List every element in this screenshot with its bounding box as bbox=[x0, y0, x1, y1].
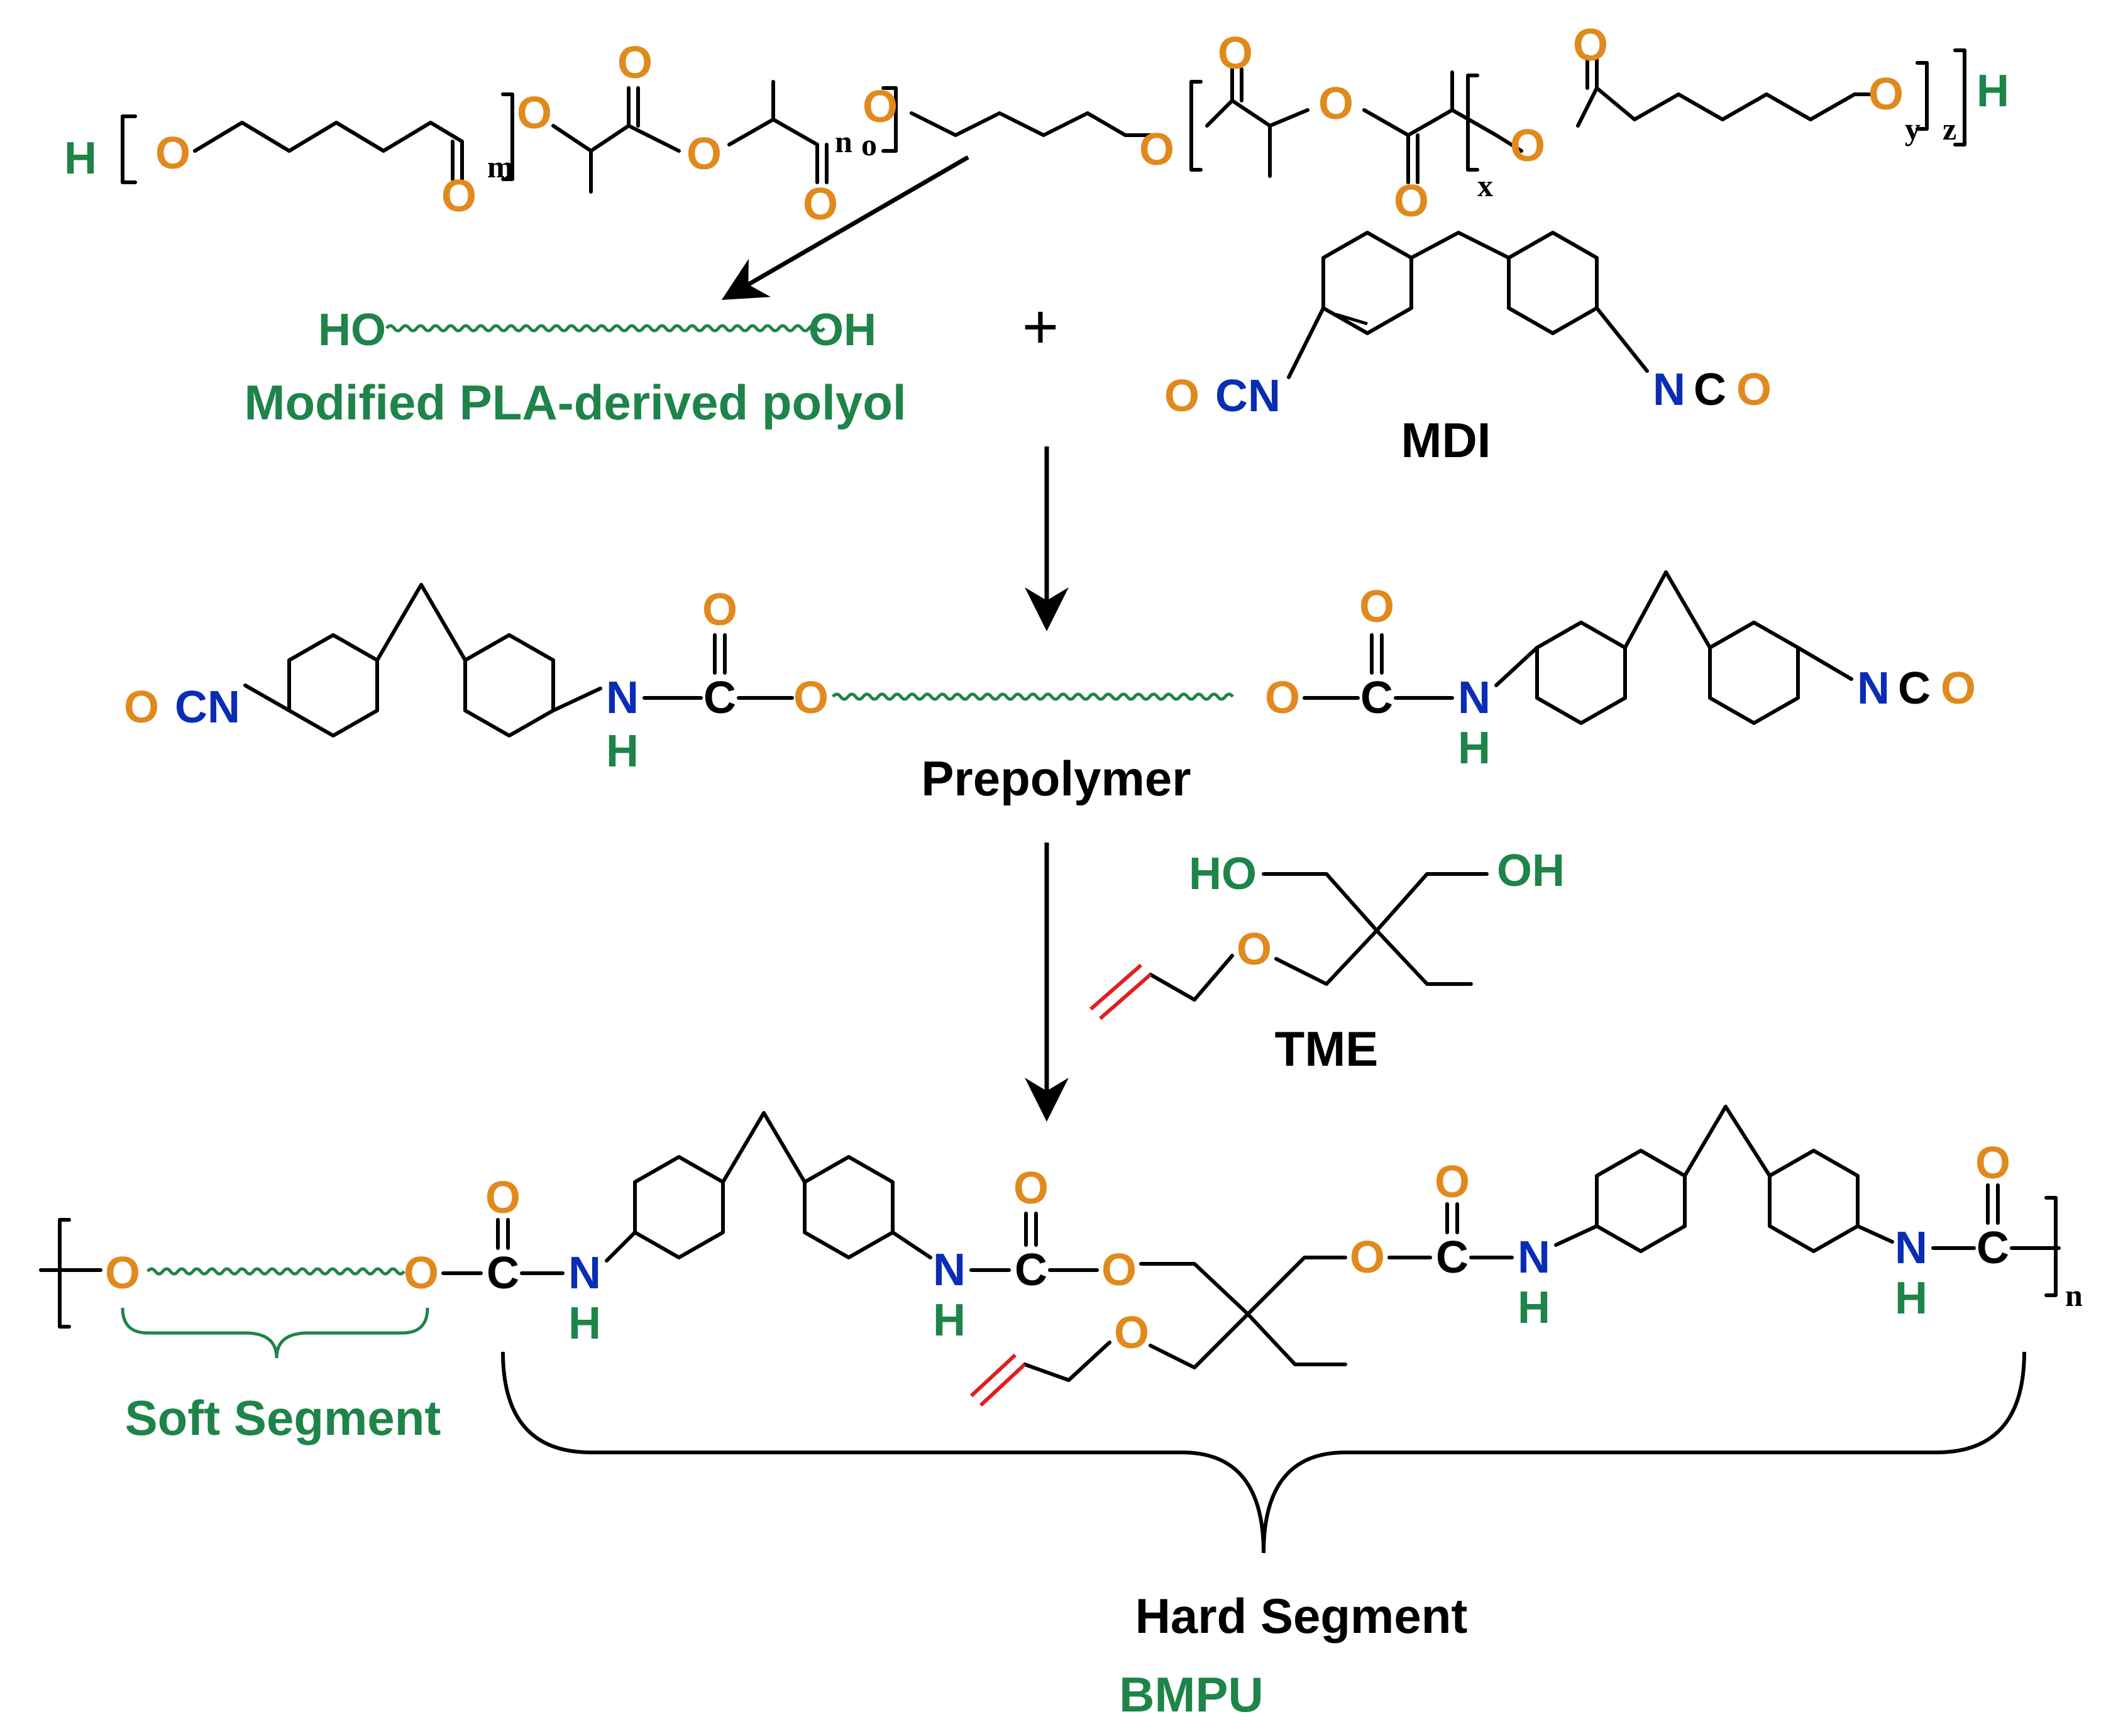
prepolymer-left-o: O bbox=[124, 682, 159, 733]
bmpu-vinyl-bond-2 bbox=[969, 1353, 1017, 1398]
bmpu-soft-o-left: O bbox=[105, 1248, 140, 1298]
top-o-3: O bbox=[517, 88, 552, 138]
top-o-10: O bbox=[1318, 79, 1353, 129]
bmpu-c1-o: O bbox=[485, 1173, 521, 1223]
bmpu-c3: C bbox=[1436, 1232, 1469, 1283]
polyol-wavy-chain bbox=[385, 324, 825, 333]
bmpu-n2: N bbox=[933, 1245, 966, 1295]
bmpu-n2-h: H bbox=[933, 1295, 966, 1346]
bmpu-n3-h: H bbox=[1518, 1283, 1550, 1333]
subscript-n: n bbox=[835, 124, 852, 159]
top-o-4: O bbox=[617, 38, 653, 88]
bmpu-soft-o-right: O bbox=[404, 1248, 439, 1298]
bmpu-right-bracket bbox=[2044, 1196, 2058, 1297]
bmpu-c3-o: O bbox=[1435, 1157, 1470, 1207]
soft-segment-label: Soft Segment bbox=[125, 1390, 441, 1446]
bmpu-n4-h: H bbox=[1895, 1273, 1927, 1324]
polyol: HO OH Modified PLA-derived polyol bbox=[244, 305, 906, 430]
bmpu-soft-wavy-chain bbox=[146, 1267, 405, 1276]
mdi-right-n: N bbox=[1653, 365, 1685, 415]
bmpu-c4-o: O bbox=[1975, 1138, 2010, 1188]
prepolymer-right-carbonyl-o: O bbox=[1359, 582, 1394, 632]
bmpu-structure: O O C O N H N H C O O O O C O bbox=[39, 1105, 2083, 1722]
tme-right-end: OH bbox=[1497, 846, 1565, 896]
top-o-12: O bbox=[1510, 121, 1545, 171]
top-o-9: O bbox=[1218, 28, 1253, 79]
bmpu-c4: C bbox=[1976, 1223, 2009, 1273]
arrow-to-polyol bbox=[721, 155, 969, 301]
top-o-2: O bbox=[441, 171, 477, 221]
bmpu-left-bracket bbox=[58, 1218, 71, 1329]
subscript-o: o bbox=[861, 127, 877, 162]
tme-name: TME bbox=[1275, 1021, 1379, 1076]
top-o-14: O bbox=[1868, 69, 1904, 119]
polyol-left-end: HO bbox=[318, 305, 386, 355]
bmpu-name: BMPU bbox=[1119, 1667, 1264, 1722]
hard-segment-brace bbox=[501, 1351, 2026, 1554]
mdi-right-o: O bbox=[1736, 365, 1772, 415]
top-polymer-structure: H O O O O O O O O O O O O O O H m n o x … bbox=[64, 20, 2009, 229]
bmpu-c1: C bbox=[487, 1248, 519, 1298]
bmpu-ether-o: O bbox=[1114, 1308, 1149, 1358]
prepolymer-name: Prepolymer bbox=[921, 751, 1191, 806]
top-o-5: O bbox=[686, 129, 722, 179]
top-o-13: O bbox=[1573, 20, 1608, 70]
top-h-right: H bbox=[1976, 66, 2009, 116]
bmpu-vinyl-bond-1 bbox=[979, 1363, 1027, 1407]
tme-vinyl-bond-2 bbox=[1089, 963, 1142, 1011]
top-o-7: O bbox=[863, 82, 898, 132]
soft-segment-brace bbox=[121, 1307, 429, 1359]
bmpu-ester-o2: O bbox=[1350, 1232, 1385, 1283]
prepolymer-left-nh: H bbox=[606, 726, 639, 777]
bmpu-n4: N bbox=[1895, 1223, 1927, 1273]
prepolymer-right-nco-n: N bbox=[1857, 663, 1890, 714]
prepolymer-right-nco-o: O bbox=[1941, 663, 1976, 714]
top-o-11: O bbox=[1394, 176, 1429, 226]
prepolymer-right-nco-c: C bbox=[1898, 663, 1931, 714]
tme-vinyl-bond-1 bbox=[1099, 973, 1152, 1020]
mdi-structure: O CN N C O MDI bbox=[1164, 231, 1772, 468]
prepolymer-structure: O CN N H C O O O C O N H N C O Prepolyme… bbox=[124, 570, 1976, 806]
mdi-name: MDI bbox=[1401, 412, 1491, 468]
prepolymer-left-c: C bbox=[703, 673, 736, 723]
subscript-z: z bbox=[1943, 111, 1956, 147]
mdi-left-cn: CN bbox=[1215, 371, 1281, 421]
prepolymer-left-ester-o: O bbox=[793, 673, 829, 723]
bmpu-ester-o1: O bbox=[1101, 1245, 1137, 1295]
top-o-8: O bbox=[1139, 124, 1174, 175]
mdi-right-c: C bbox=[1694, 365, 1726, 415]
top-o-6: O bbox=[803, 179, 838, 229]
hard-segment-label: Hard Segment bbox=[1135, 1588, 1468, 1644]
tme-ether-o: O bbox=[1237, 924, 1272, 975]
plus-sign: + bbox=[1022, 292, 1059, 362]
tme-structure: HO OH O TME bbox=[1089, 846, 1565, 1076]
polyol-right-end: OH bbox=[808, 305, 876, 355]
bmpu-n1-h: H bbox=[568, 1298, 601, 1349]
bmpu-c2-o: O bbox=[1013, 1163, 1049, 1214]
bmpu-repeat-subscript: n bbox=[2065, 1278, 2083, 1313]
prepolymer-right-n: N bbox=[1458, 673, 1491, 723]
bmpu-c2: C bbox=[1015, 1245, 1047, 1295]
prepolymer-wavy-chain bbox=[832, 692, 1234, 701]
top-o-1: O bbox=[155, 128, 190, 179]
prepolymer-right-nh: H bbox=[1458, 723, 1491, 773]
top-chain-bond-1 bbox=[193, 121, 464, 153]
bmpu-n1: N bbox=[568, 1248, 601, 1298]
subscript-x: x bbox=[1477, 168, 1493, 203]
prepolymer-left-n: N bbox=[606, 673, 639, 723]
prepolymer-left-carbonyl-o: O bbox=[702, 585, 737, 635]
polyol-name: Modified PLA-derived polyol bbox=[244, 375, 906, 430]
prepolymer-right-ester-o: O bbox=[1265, 673, 1300, 723]
mdi-left-o: O bbox=[1164, 371, 1199, 421]
tme-left-end: HO bbox=[1189, 849, 1257, 899]
subscript-y: y bbox=[1905, 111, 1921, 147]
prepolymer-left-cn: CN bbox=[175, 682, 240, 733]
subscript-m: m bbox=[487, 149, 514, 184]
top-h-left: H bbox=[64, 133, 97, 184]
prepolymer-right-c: C bbox=[1360, 673, 1393, 723]
bmpu-n3: N bbox=[1518, 1232, 1550, 1283]
